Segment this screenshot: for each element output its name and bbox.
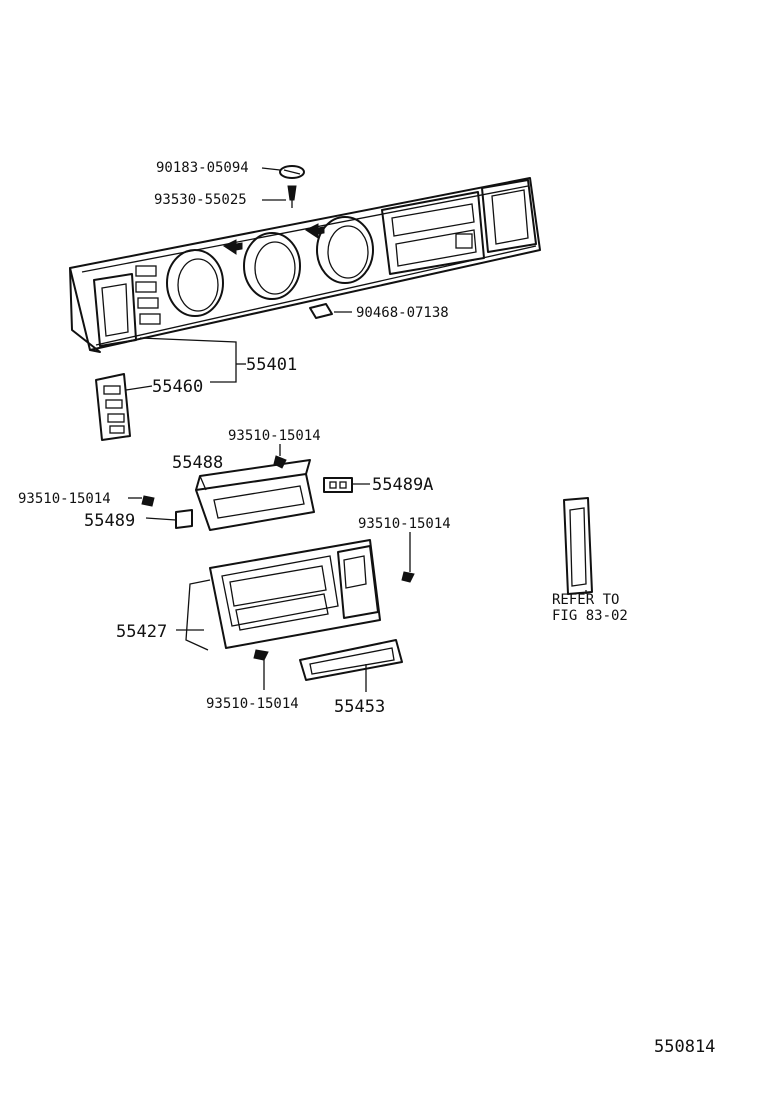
label-55453: 55453 <box>334 697 385 717</box>
diagram-id: 550814 <box>654 1037 715 1057</box>
label-90468-07138: 90468-07138 <box>356 305 449 321</box>
label-93510-15014-b: 93510-15014 <box>18 491 111 507</box>
panel-55453 <box>299 639 403 681</box>
label-55401: 55401 <box>246 355 297 375</box>
screw-b-part <box>141 495 155 507</box>
screw-c-part <box>401 571 415 583</box>
refer-switch-part <box>563 497 593 595</box>
label-55489A: 55489A <box>372 475 433 495</box>
clip-part <box>279 165 305 179</box>
label-90183-05094: 90183-05094 <box>156 160 249 176</box>
connector-55489A <box>323 477 353 493</box>
label-55427: 55427 <box>116 622 167 642</box>
refer-to-line2: FIG 83-02 <box>552 608 628 624</box>
label-93510-15014-a: 93510-15014 <box>228 428 321 444</box>
refer-to-line1: REFER TO <box>552 592 619 608</box>
label-55460: 55460 <box>152 377 203 397</box>
label-55489: 55489 <box>84 511 135 531</box>
cluster-bezel-part <box>69 177 541 353</box>
screw-d-part <box>253 649 269 661</box>
screw-part <box>287 185 297 208</box>
screw-a-part <box>273 455 287 469</box>
tray-55488 <box>195 459 315 531</box>
switch-assembly-55460 <box>95 373 131 441</box>
bracket-55427 <box>185 539 381 651</box>
label-93530-55025: 93530-55025 <box>154 192 247 208</box>
label-93510-15014-d: 93510-15014 <box>206 696 299 712</box>
label-93510-15014-c: 93510-15014 <box>358 516 451 532</box>
label-55488: 55488 <box>172 453 223 473</box>
clip-55489 <box>175 509 193 529</box>
nut-90468-part <box>309 303 333 319</box>
